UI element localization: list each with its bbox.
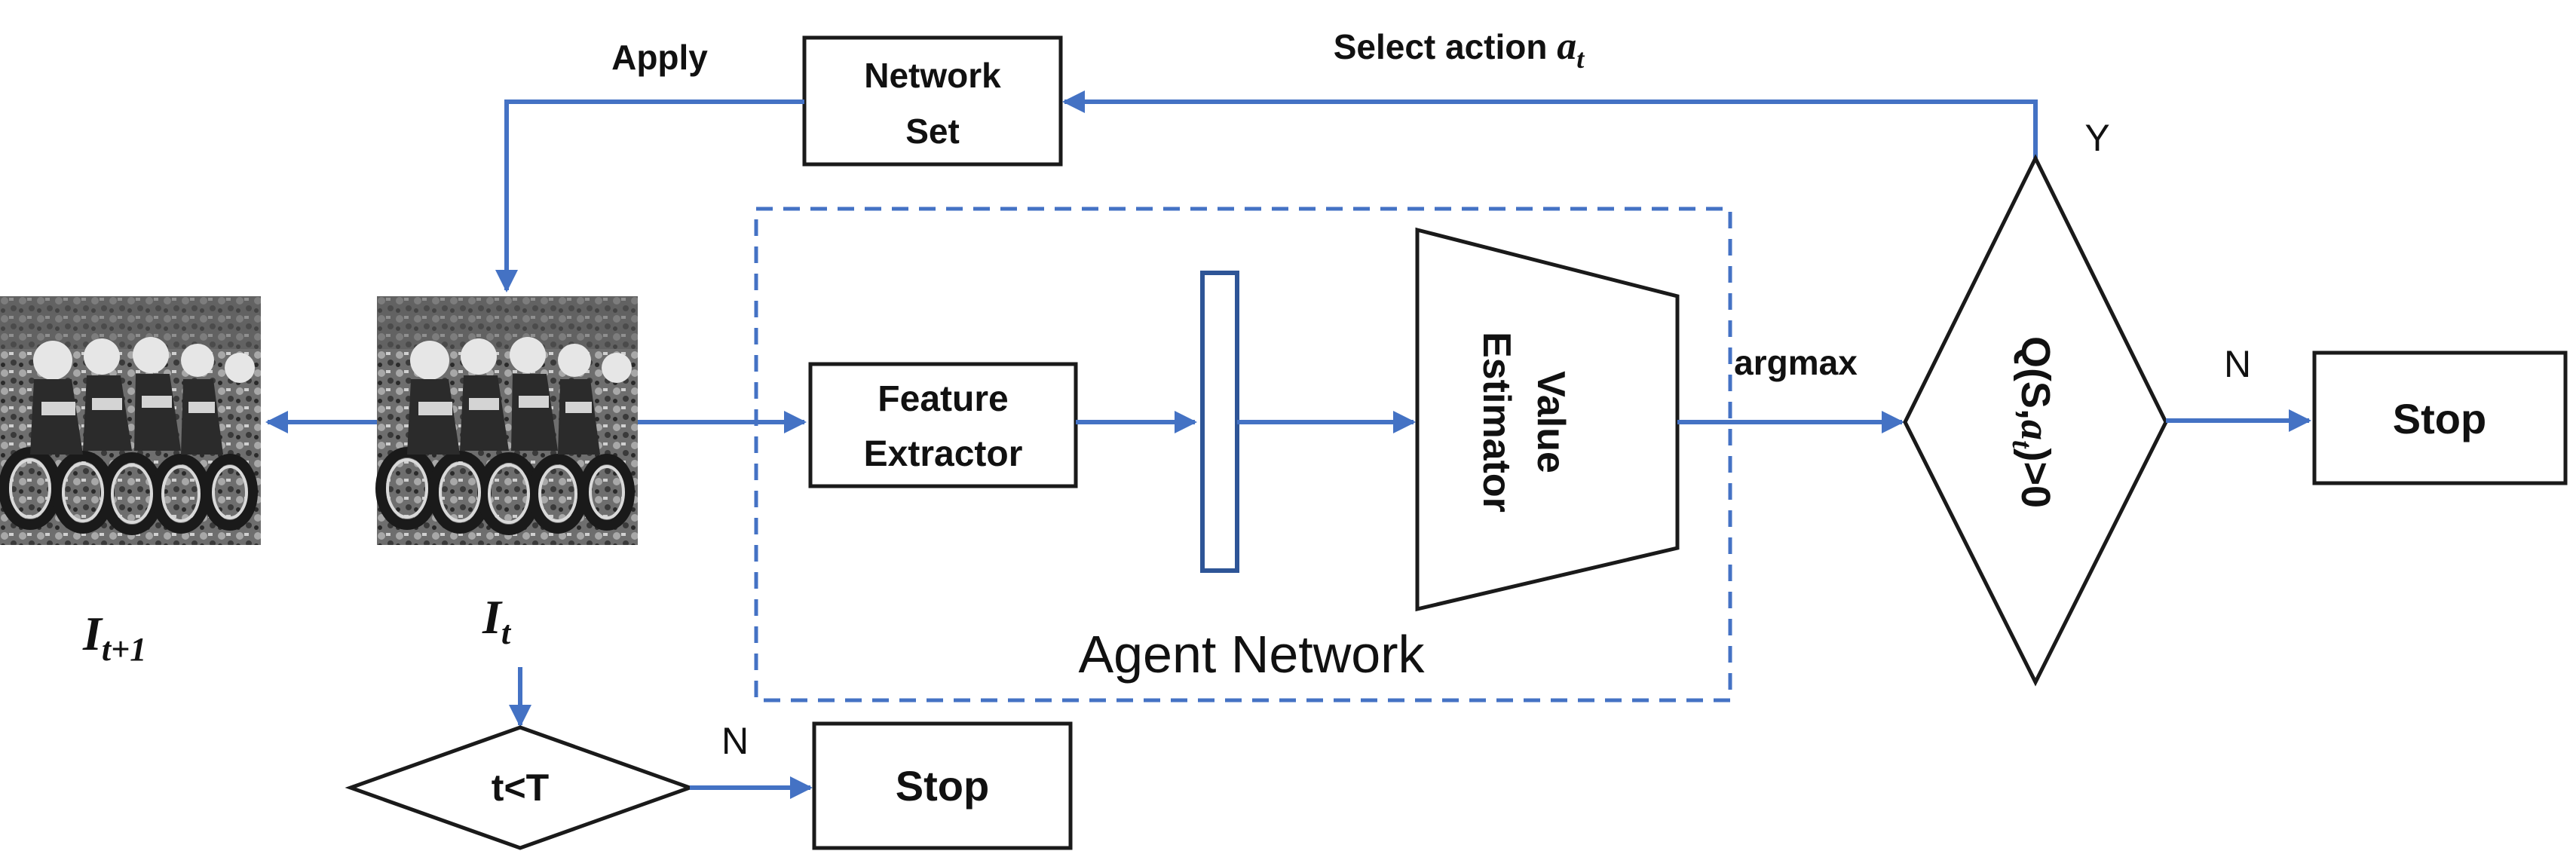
feature-extractor-box — [808, 362, 1078, 488]
stop-right-label: Stop — [2393, 395, 2486, 442]
network-set-label-line2: Set — [905, 112, 960, 151]
stop-bottom-box — [812, 721, 1073, 850]
image-current-photo — [377, 296, 638, 545]
image-current-label: It — [482, 590, 512, 651]
value-estimator-label: Value Estimator — [1475, 332, 1573, 513]
svg-text:Estimator: Estimator — [1475, 332, 1518, 513]
q-value-decision-label: Q(S,at)>0 — [2006, 336, 2058, 508]
agent-network-label: Agent Network — [1078, 625, 1425, 684]
feature-extractor-label-line2: Extractor — [864, 434, 1023, 474]
svg-text:Value: Value — [1529, 371, 1573, 473]
q-value-decision — [1903, 154, 2168, 687]
network-set-box — [802, 35, 1063, 167]
stop-bottom-label: Stop — [896, 762, 989, 810]
stop-right-box — [2312, 351, 2568, 485]
image-next-photo — [0, 296, 261, 545]
loop-check-label: t<T — [492, 767, 549, 809]
feature-vector — [1200, 271, 1239, 573]
loop-check-decision — [345, 725, 696, 850]
feature-extractor-label-line1: Feature — [878, 379, 1008, 419]
select-action-arrow — [1062, 90, 2038, 158]
argmax-label: argmax — [1734, 343, 1858, 382]
yes-label: Y — [2084, 117, 2109, 159]
image-next-label: It+1 — [82, 607, 146, 668]
select-action-label: Select action at — [1334, 25, 1585, 74]
no-right-label: N — [2224, 343, 2251, 385]
value-estimator-shape — [1415, 227, 1680, 612]
apply-label: Apply — [611, 38, 708, 77]
no-bottom-label: N — [721, 720, 749, 762]
apply-arrow — [495, 99, 804, 292]
network-set-label-line1: Network — [864, 56, 1001, 95]
svg-text:Q(S,at)>0: Q(S,at)>0 — [2006, 336, 2058, 508]
